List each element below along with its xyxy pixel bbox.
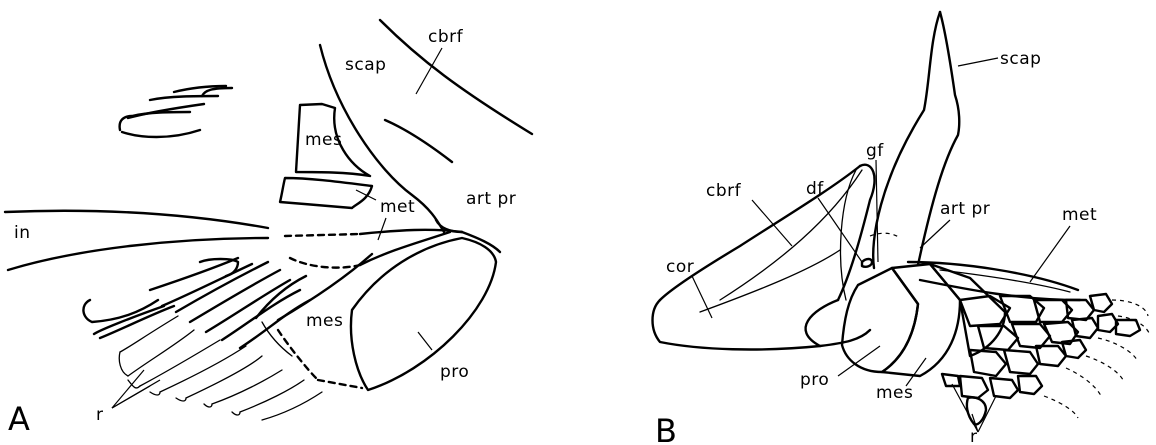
label-a-art-pr: art pr (466, 189, 516, 209)
label-b-cbrf: cbrf (706, 181, 742, 201)
label-b-df: df (806, 179, 824, 199)
label-b-met: met (1062, 205, 1097, 225)
panel-b-label: B (655, 412, 677, 445)
label-b-pro: pro (800, 370, 829, 390)
panel-a-drawing (5, 20, 532, 420)
label-b-scap: scap (1000, 49, 1041, 69)
label-b-cor: cor (666, 257, 694, 277)
label-a-r: r (96, 405, 104, 425)
panel-b-labels: scap gf df cbrf art pr met cor pro mes r (666, 49, 1097, 445)
label-a-mes-lower: mes (306, 311, 343, 331)
panel-a: A scap cbrf mes met art pr in mes pro r (5, 20, 532, 438)
panel-b: B scap gf df cbrf art pr met cor pro mes… (653, 12, 1151, 445)
label-a-pro: pro (440, 362, 469, 382)
label-b-gf: gf (866, 141, 884, 161)
label-a-cbrf: cbrf (428, 27, 464, 47)
label-a-mes-upper: mes (305, 130, 342, 150)
panel-a-label: A (8, 400, 30, 438)
panel-a-leader-lines (112, 48, 442, 408)
label-b-art-pr: art pr (940, 199, 990, 219)
label-a-met: met (380, 197, 415, 217)
label-a-in: in (14, 223, 31, 243)
panel-b-leader-lines (692, 58, 1070, 432)
label-b-mes: mes (876, 383, 913, 403)
label-a-scap: scap (345, 55, 386, 75)
